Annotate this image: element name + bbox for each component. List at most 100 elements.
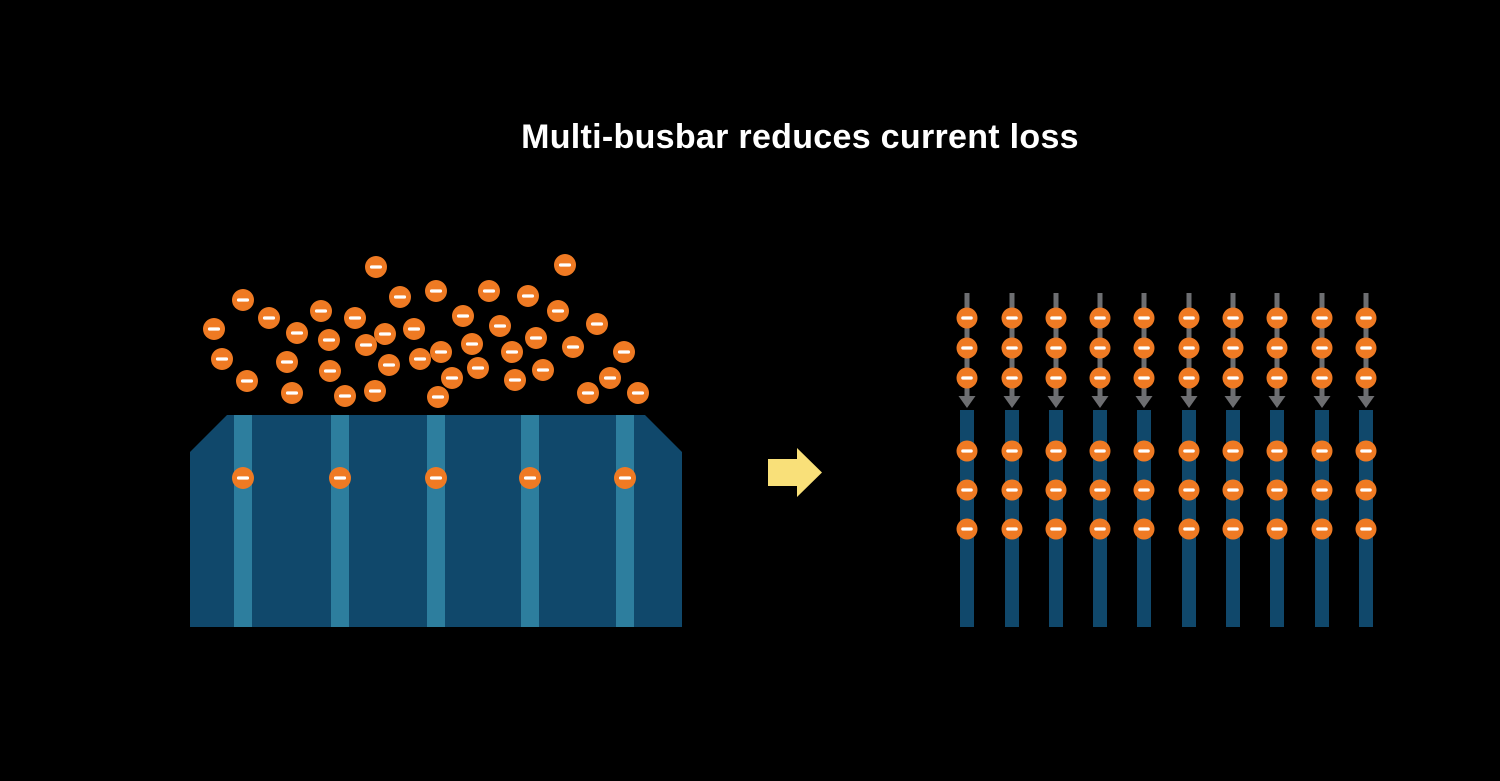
electron-icon — [1178, 479, 1200, 501]
electron-icon — [956, 479, 978, 501]
electron-minus — [581, 391, 595, 395]
electron-minus — [1316, 449, 1328, 453]
electron-minus — [551, 309, 565, 313]
electron-icon — [1133, 367, 1155, 389]
electron-icon — [1045, 367, 1067, 389]
electron-minus — [1360, 449, 1372, 453]
electron-icon — [344, 307, 366, 329]
electron-icon — [1222, 307, 1244, 329]
electron-minus — [471, 366, 485, 370]
electron-minus — [1094, 527, 1106, 531]
electron-minus — [348, 316, 362, 320]
electron-minus — [529, 336, 543, 340]
electron-icon — [577, 382, 599, 404]
electron-icon — [1355, 367, 1377, 389]
electron-minus — [393, 295, 407, 299]
electron-icon — [1089, 367, 1111, 389]
electron-icon — [956, 337, 978, 359]
electron-icon — [532, 359, 554, 381]
electron-minus — [1050, 527, 1062, 531]
electron-icon — [1045, 307, 1067, 329]
electron-minus — [1138, 527, 1150, 531]
flow-arrow-head — [1180, 396, 1198, 408]
electron-icon — [1266, 307, 1288, 329]
electron-minus — [1271, 346, 1283, 350]
electron-icon — [489, 315, 511, 337]
electron-minus — [1360, 488, 1372, 492]
electron-minus — [1360, 316, 1372, 320]
electron-icon — [519, 467, 541, 489]
electron-minus — [1316, 376, 1328, 380]
electron-icon — [614, 467, 636, 489]
electron-icon — [1001, 440, 1023, 462]
left-busbar — [234, 415, 252, 627]
electron-minus — [961, 488, 973, 492]
electron-icon — [232, 467, 254, 489]
electron-icon — [1133, 440, 1155, 462]
electron-icon — [452, 305, 474, 327]
flow-arrow-head — [1313, 396, 1331, 408]
electron-minus — [590, 322, 604, 326]
electron-minus — [1183, 376, 1195, 380]
left-busbar — [331, 415, 349, 627]
flow-arrow-head — [1224, 396, 1242, 408]
flow-arrow-head — [1047, 396, 1065, 408]
electron-icon — [1311, 518, 1333, 540]
electron-icon — [1355, 479, 1377, 501]
electron-minus — [536, 368, 550, 372]
electron-minus — [236, 298, 250, 302]
electron-minus — [1138, 376, 1150, 380]
electron-minus — [407, 327, 421, 331]
electron-icon — [364, 380, 386, 402]
electron-icon — [478, 280, 500, 302]
electron-minus — [1227, 449, 1239, 453]
electron-icon — [467, 357, 489, 379]
electron-icon — [1355, 518, 1377, 540]
electron-minus — [617, 350, 631, 354]
electron-minus — [368, 389, 382, 393]
electron-icon — [956, 518, 978, 540]
electron-icon — [956, 440, 978, 462]
electron-icon — [501, 341, 523, 363]
electron-icon — [1266, 440, 1288, 462]
electron-icon — [1045, 479, 1067, 501]
electron-minus — [236, 476, 250, 480]
electron-minus — [566, 345, 580, 349]
electron-minus — [323, 369, 337, 373]
scattered-electrons-group — [203, 254, 649, 408]
electron-minus — [445, 376, 459, 380]
electron-icon — [1222, 337, 1244, 359]
electron-minus — [1050, 376, 1062, 380]
electron-icon — [956, 367, 978, 389]
electron-minus — [1227, 527, 1239, 531]
electron-minus — [961, 449, 973, 453]
electron-icon — [1133, 337, 1155, 359]
electron-minus — [1183, 316, 1195, 320]
electron-minus — [1138, 346, 1150, 350]
transition-arrow-icon — [768, 448, 822, 497]
electron-minus — [521, 294, 535, 298]
electron-minus — [1006, 376, 1018, 380]
electron-minus — [413, 357, 427, 361]
electron-icon — [365, 256, 387, 278]
left-busbar — [616, 415, 634, 627]
electron-minus — [456, 314, 470, 318]
electron-icon — [319, 360, 341, 382]
electron-minus — [558, 263, 572, 267]
electron-minus — [1006, 449, 1018, 453]
electron-icon — [258, 307, 280, 329]
electron-icon — [409, 348, 431, 370]
electron-minus — [1094, 376, 1106, 380]
electron-icon — [425, 467, 447, 489]
busbar-column — [956, 293, 978, 627]
right-panel-group — [956, 293, 1377, 627]
electron-minus — [1227, 488, 1239, 492]
electron-minus — [961, 316, 973, 320]
electron-icon — [1001, 337, 1023, 359]
electron-icon — [1089, 307, 1111, 329]
electron-icon — [627, 382, 649, 404]
electron-icon — [310, 300, 332, 322]
electron-icon — [1355, 440, 1377, 462]
electron-icon — [281, 382, 303, 404]
electron-icon — [430, 341, 452, 363]
